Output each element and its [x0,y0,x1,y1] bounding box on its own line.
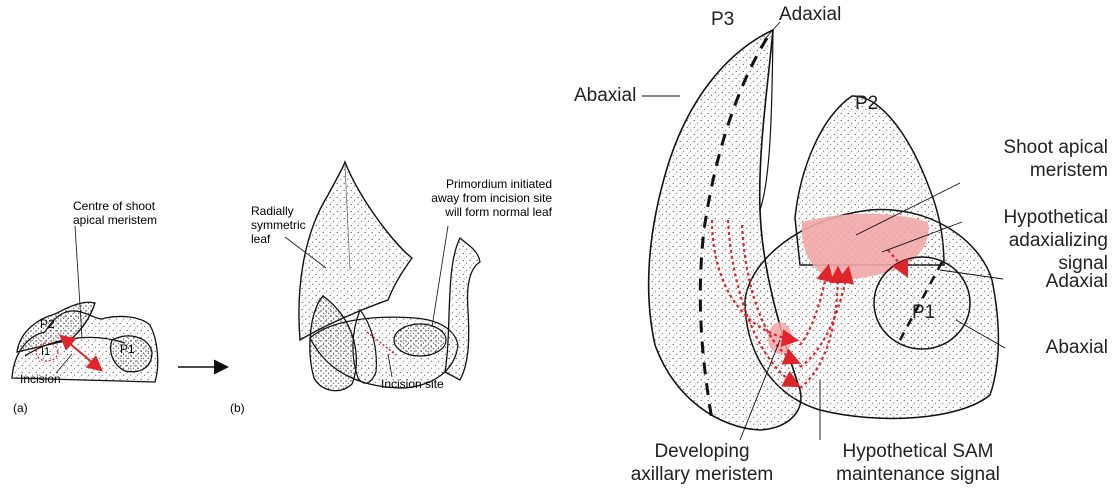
panel-b-primordium-leader [432,226,448,327]
panel-b-label: (b) [230,402,245,416]
panel-a-incision-label: Incision [20,373,61,387]
panel-b-radial-label: Radially symmetric leaf [251,205,306,246]
panel-a-centre-label: Centre of shoot apical meristem [73,200,157,228]
panel-c-maintenance-label: Hypothetical SAM maintenance signal [808,440,1028,486]
panel-c-p2-label: P2 [855,92,878,115]
panel-c-adaxial-right-label: Adaxial [1000,270,1108,293]
panel-c-signal-label: Hypothetical adaxializing signal [930,206,1108,276]
panel-b-primordium-label: Primordium initiated away from incision … [412,178,552,219]
panel-b-primordium-bulge [394,324,446,356]
panel-a [12,226,158,382]
panel-c-p3-leaf [649,30,801,430]
panel-b-curved-leaf [445,238,480,380]
panel-c-abaxial-left-label: Abaxial [574,84,636,107]
panel-a-p1-label: P1 [120,343,135,357]
panel-b-incision-site-label: Incision site [381,378,444,392]
panel-a-p2-label: P2 [40,318,55,332]
panel-a-i1-label: I1 [41,346,50,359]
panel-c-p3-label: P3 [711,8,734,31]
panel-c-sam-label: Shoot apical meristem [930,136,1108,182]
panel-c-axillary-label: Developing axillary meristem [602,440,802,486]
panel-c-p1-label: P1 [912,301,935,324]
panel-c-abaxial-right-label: Abaxial [1000,336,1108,359]
panel-a-label: (a) [13,402,28,416]
panel-c-adaxial-top-label: Adaxial [779,3,841,26]
